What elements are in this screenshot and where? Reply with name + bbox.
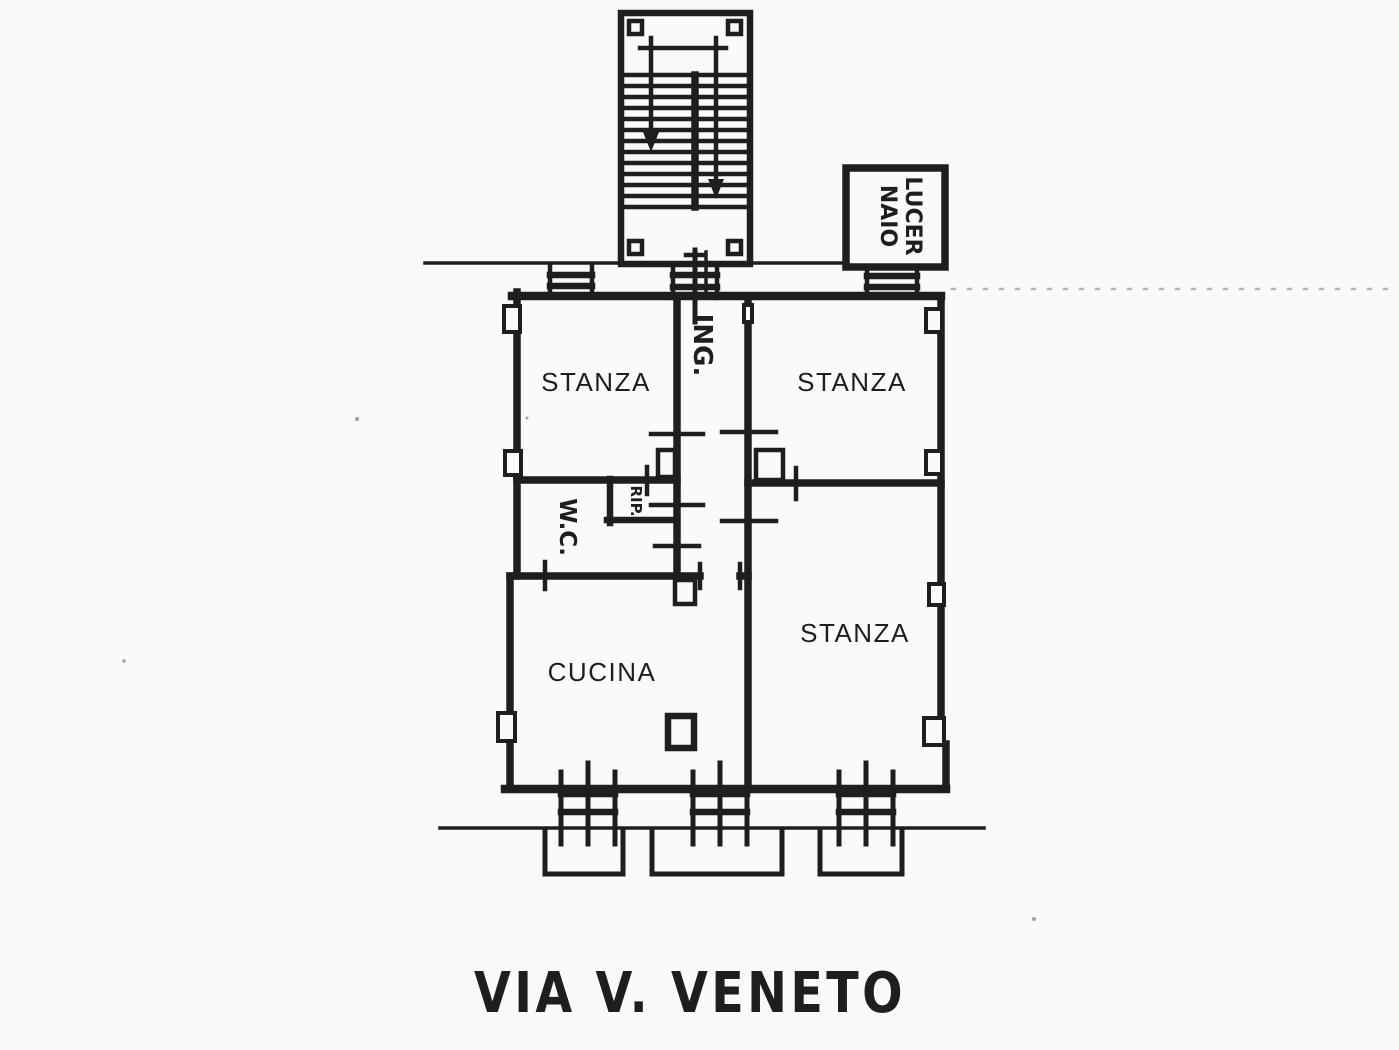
door-leaf (672, 577, 698, 607)
apartment-outline (496, 288, 951, 794)
top-facade (507, 247, 946, 325)
balcony-2 (649, 827, 785, 877)
wall-slot (742, 303, 754, 324)
skylight-outline (842, 164, 949, 271)
window-bottom-2 (689, 760, 751, 847)
wall-notch (924, 449, 944, 476)
wall-notch (922, 716, 946, 747)
window-frame (836, 760, 896, 847)
wall-notch (927, 582, 946, 607)
window-bottom-3 (835, 760, 897, 847)
door-leaf (753, 447, 786, 483)
stairwell-corner-mark (725, 238, 744, 257)
wall-notch (503, 449, 523, 477)
window-bottom-1 (557, 760, 619, 847)
stairwell-corner-mark (626, 18, 645, 37)
room-label-wc: W.C. (554, 498, 580, 556)
window-frame (558, 760, 618, 847)
door-jambs (542, 429, 799, 592)
balcony-3 (817, 827, 905, 877)
scan-speck (525, 416, 529, 420)
scan-speck (355, 417, 359, 421)
window-frame (690, 760, 750, 847)
street-label: VIA V. VENETO (474, 961, 906, 1026)
room-label-stanza-top-right: STANZA (797, 367, 907, 397)
window-bars (689, 790, 751, 816)
kitchen-flue (664, 712, 698, 752)
stairwell-corner-mark (626, 238, 645, 257)
room-label-stanza-bottom: STANZA (800, 618, 910, 648)
door-leaf (655, 447, 678, 480)
stair-arrow-down-icon (708, 179, 724, 199)
scan-speck (122, 659, 126, 663)
room-label-ing: ING. (687, 314, 717, 377)
skylight-window-jambs (864, 264, 920, 299)
entrance-door-bars (669, 271, 721, 291)
skylight-label-line2: NAIO (875, 185, 900, 247)
window-bars (557, 790, 619, 816)
room-label-cucina: CUCINA (548, 657, 657, 687)
wall-notch (924, 307, 944, 334)
stair-treads (619, 72, 751, 210)
wall-notch (502, 304, 522, 334)
interior-walls (506, 299, 945, 793)
window-bars (835, 790, 897, 816)
entrance-door-jambs (670, 252, 720, 301)
top-window-jambs (547, 262, 595, 299)
balcony-1 (542, 827, 626, 877)
top-window-bars (546, 271, 596, 290)
room-label-stanza-top-left: STANZA (541, 367, 651, 397)
skylight-label-line1: LUCER (900, 176, 925, 255)
stairwell-outline (617, 9, 754, 268)
door-jamb-ticks (542, 429, 799, 607)
street-facade (438, 760, 986, 877)
storage-closet-walls (603, 475, 681, 527)
room-label-rip: RIP. (627, 485, 645, 516)
stair-arrow-down-icon (643, 132, 659, 152)
skylight-window-bars (863, 272, 921, 291)
skylight-box: LUCER NAIO (842, 164, 949, 299)
wall-notch (496, 711, 517, 743)
scan-speck (1032, 917, 1036, 921)
stairwell-corner-mark (725, 18, 744, 37)
